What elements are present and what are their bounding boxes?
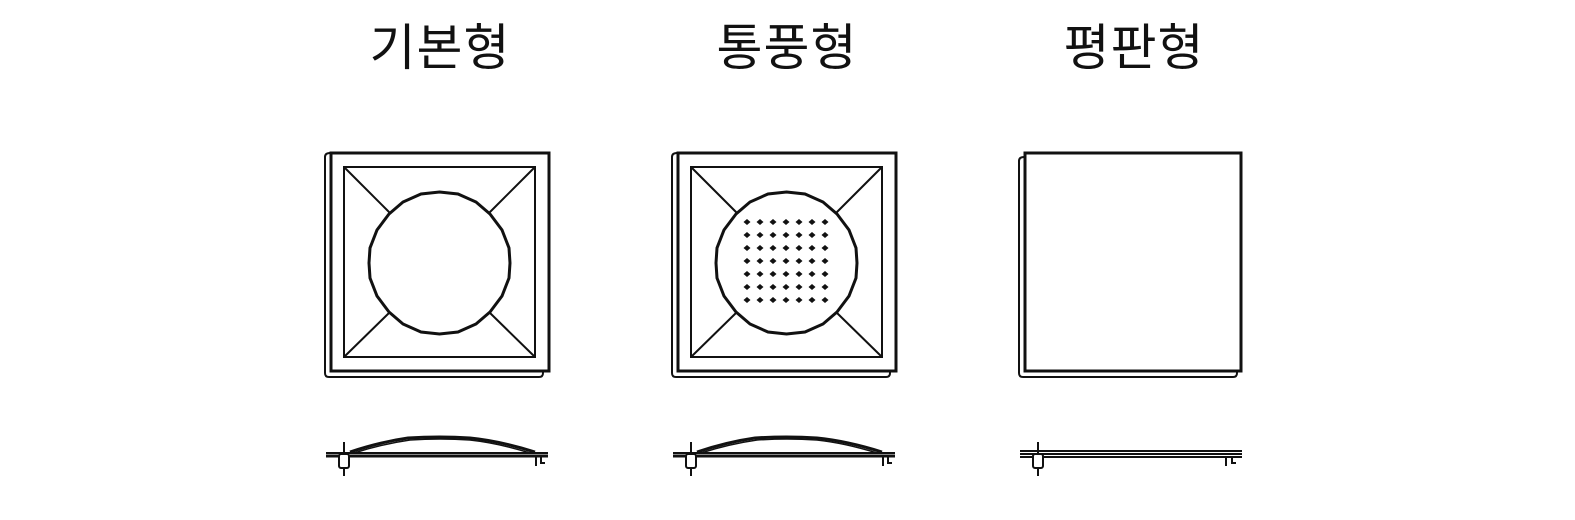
offset-plate-outline bbox=[324, 152, 544, 378]
side-view-vent bbox=[673, 435, 895, 476]
vent-hole bbox=[743, 219, 751, 225]
vent-hole bbox=[769, 245, 777, 251]
vent-hole bbox=[808, 284, 816, 290]
vent-hole bbox=[743, 297, 751, 303]
vent-hole bbox=[821, 297, 829, 303]
vent-hole bbox=[821, 258, 829, 264]
dome-profile bbox=[349, 435, 536, 454]
offset-plate-outline bbox=[671, 152, 891, 378]
side-view-basic bbox=[326, 435, 548, 476]
vent-hole bbox=[795, 271, 803, 277]
vent-hole bbox=[743, 284, 751, 290]
dome-profile-inner bbox=[700, 438, 878, 454]
vent-hole bbox=[769, 232, 777, 238]
vent-hole bbox=[756, 258, 764, 264]
vent-hole bbox=[769, 297, 777, 303]
corner-diagonal-tl bbox=[343, 166, 391, 214]
vent-hole bbox=[756, 232, 764, 238]
vent-hole bbox=[808, 258, 816, 264]
anchor-pin bbox=[338, 453, 350, 469]
vent-hole bbox=[795, 232, 803, 238]
vent-hole bbox=[769, 271, 777, 277]
vent-hole bbox=[821, 232, 829, 238]
corner-diagonal-bl bbox=[690, 311, 738, 358]
anchor-pin bbox=[1032, 453, 1044, 469]
vent-hole bbox=[756, 284, 764, 290]
corner-diagonal-br bbox=[488, 311, 536, 358]
vent-hole bbox=[821, 219, 829, 225]
vent-hole bbox=[795, 258, 803, 264]
right-hook bbox=[882, 456, 892, 466]
dome-circle bbox=[367, 190, 512, 336]
vent-hole bbox=[782, 284, 790, 290]
vent-hole bbox=[808, 271, 816, 277]
vent-hole bbox=[795, 245, 803, 251]
vent-hole-grid bbox=[743, 219, 829, 303]
vent-hole bbox=[795, 297, 803, 303]
vent-hole bbox=[743, 271, 751, 277]
vent-hole bbox=[821, 245, 829, 251]
vent-hole bbox=[808, 297, 816, 303]
panel-title-basic: 기본형 bbox=[369, 19, 511, 77]
panel-basic-type: 기본형 bbox=[310, 0, 570, 520]
vent-hole bbox=[782, 297, 790, 303]
inner-frame bbox=[690, 166, 883, 358]
panel-title-vent: 통풍형 bbox=[716, 19, 858, 77]
vent-hole bbox=[782, 271, 790, 277]
right-hook bbox=[1225, 457, 1236, 466]
vent-hole bbox=[821, 284, 829, 290]
vent-hole bbox=[769, 284, 777, 290]
plan-view-vent bbox=[671, 151, 898, 378]
corner-diagonal-bl bbox=[343, 311, 391, 358]
inner-frame bbox=[343, 166, 536, 358]
vent-hole bbox=[808, 232, 816, 238]
vent-hole bbox=[756, 297, 764, 303]
panel-flat-type: 평판형 bbox=[1004, 0, 1264, 520]
outer-frame bbox=[1023, 151, 1243, 373]
plan-view-flat bbox=[1018, 151, 1243, 378]
corner-diagonal-tl bbox=[690, 166, 738, 214]
vent-hole bbox=[743, 232, 751, 238]
vent-hole bbox=[756, 219, 764, 225]
vent-hole bbox=[821, 271, 829, 277]
side-view-flat bbox=[1020, 442, 1242, 476]
anchor-pin bbox=[685, 453, 697, 469]
corner-diagonal-tr bbox=[488, 166, 536, 214]
dome-profile bbox=[696, 435, 883, 454]
offset-plate-outline bbox=[1018, 156, 1238, 378]
vent-hole bbox=[782, 258, 790, 264]
vent-hole bbox=[743, 258, 751, 264]
vent-hole bbox=[795, 284, 803, 290]
vent-hole bbox=[769, 219, 777, 225]
vent-hole bbox=[769, 258, 777, 264]
dome-profile-inner bbox=[353, 438, 531, 454]
vent-hole bbox=[756, 271, 764, 277]
plan-view-basic bbox=[324, 151, 551, 378]
vent-hole bbox=[782, 232, 790, 238]
corner-diagonal-br bbox=[835, 311, 883, 358]
vent-hole bbox=[743, 245, 751, 251]
vent-hole bbox=[782, 219, 790, 225]
vent-hole bbox=[782, 245, 790, 251]
vent-hole bbox=[808, 245, 816, 251]
corner-diagonal-tr bbox=[835, 166, 883, 214]
vent-hole bbox=[795, 219, 803, 225]
panel-vent-type: 통풍형 bbox=[657, 0, 917, 520]
vent-hole bbox=[756, 245, 764, 251]
vent-hole bbox=[808, 219, 816, 225]
right-hook bbox=[535, 456, 545, 466]
panel-title-flat: 평판형 bbox=[1063, 19, 1205, 77]
